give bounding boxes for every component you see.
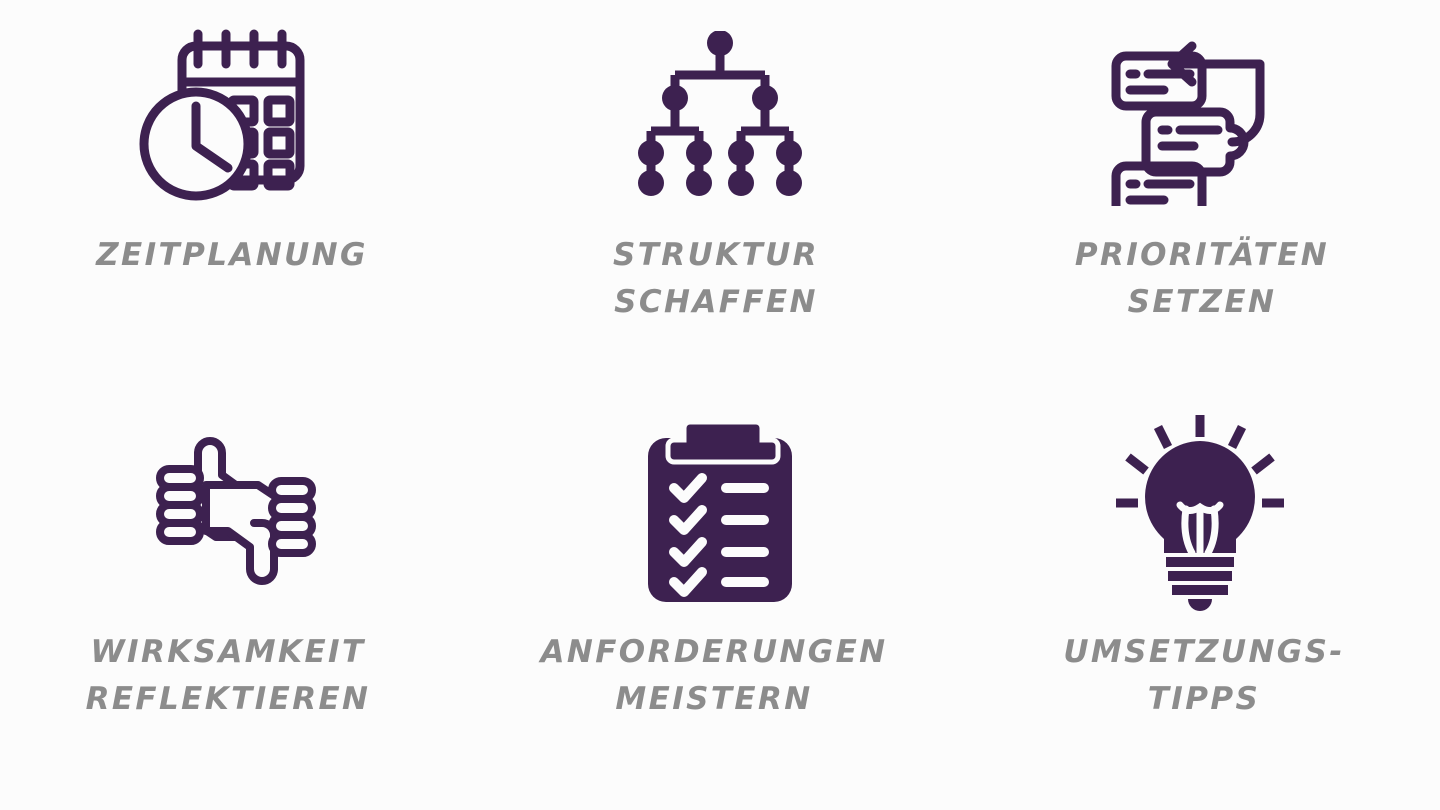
reorder-list-cards-icon	[1110, 18, 1290, 214]
lightbulb-idea-icon	[1110, 411, 1290, 611]
card-label: ANFORDERUNGEN MEISTERN	[540, 634, 888, 718]
thumbs-up-down-icon	[146, 411, 326, 611]
card-label: WIRKSAMKEIT REFLEKTIEREN	[85, 634, 371, 718]
card-prioritaeten-setzen[interactable]: PRIORITÄTEN SETZEN	[960, 18, 1440, 411]
card-label: PRIORITÄTEN SETZEN	[1074, 237, 1330, 321]
card-struktur-schaffen[interactable]: STRUKTUR SCHAFFEN	[480, 18, 960, 411]
card-anforderungen-meistern[interactable]: ANFORDERUNGEN MEISTERN	[480, 411, 960, 804]
clipboard-checklist-icon	[640, 411, 800, 611]
card-zeitplanung[interactable]: ZEITPLANUNG	[0, 18, 480, 411]
card-wirksamkeit-reflektieren[interactable]: WIRKSAMKEIT REFLEKTIEREN	[0, 411, 480, 804]
card-label: STRUKTUR SCHAFFEN	[613, 237, 819, 321]
calendar-clock-icon	[136, 18, 336, 214]
card-label: ZEITPLANUNG	[96, 237, 368, 273]
card-label: UMSETZUNGS- TIPPS	[1063, 634, 1345, 718]
hierarchy-tree-icon	[635, 18, 805, 214]
card-umsetzungs-tipps[interactable]: UMSETZUNGS- TIPPS	[960, 411, 1440, 804]
